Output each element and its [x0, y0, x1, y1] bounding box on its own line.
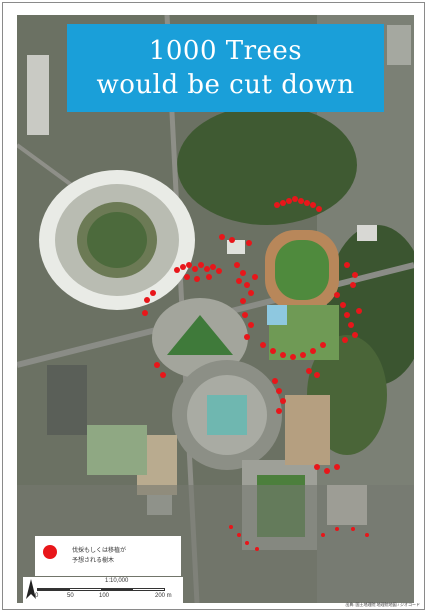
scale-tick-0: 0	[35, 593, 39, 599]
legend-marker-icon	[43, 545, 57, 559]
map-legend: 伐採もしくは移植が 予想される樹木	[35, 536, 181, 576]
legend-label-2: 予想される樹木	[72, 558, 115, 564]
title-line-2: would be cut down	[96, 70, 355, 100]
scale-tick-1: 50	[67, 593, 74, 599]
scale-bar	[37, 588, 165, 591]
scale-bar-area: 1:10,000 0 50 100 200 m	[23, 577, 183, 603]
title-line-1: 1000 Trees	[148, 36, 303, 66]
aerial-photo	[17, 15, 414, 603]
legend-label-1: 伐採もしくは移植が	[72, 548, 127, 554]
aerial-map[interactable]: 1000 Trees would be cut down 伐採もしくは移植が 予…	[17, 15, 414, 603]
scale-tick-3: 200 m	[155, 593, 172, 599]
title-banner: 1000 Trees would be cut down	[67, 24, 384, 112]
map-credit: 出典: 国土地理院 地理院地図 / ジオコード	[345, 602, 420, 607]
scale-ratio: 1:10,000	[105, 578, 129, 584]
tree-markers	[142, 196, 369, 551]
scale-tick-2: 100	[99, 593, 110, 599]
north-arrow-icon	[26, 579, 36, 599]
map-frame: 1000 Trees would be cut down 伐採もしくは移植が 予…	[2, 2, 425, 610]
